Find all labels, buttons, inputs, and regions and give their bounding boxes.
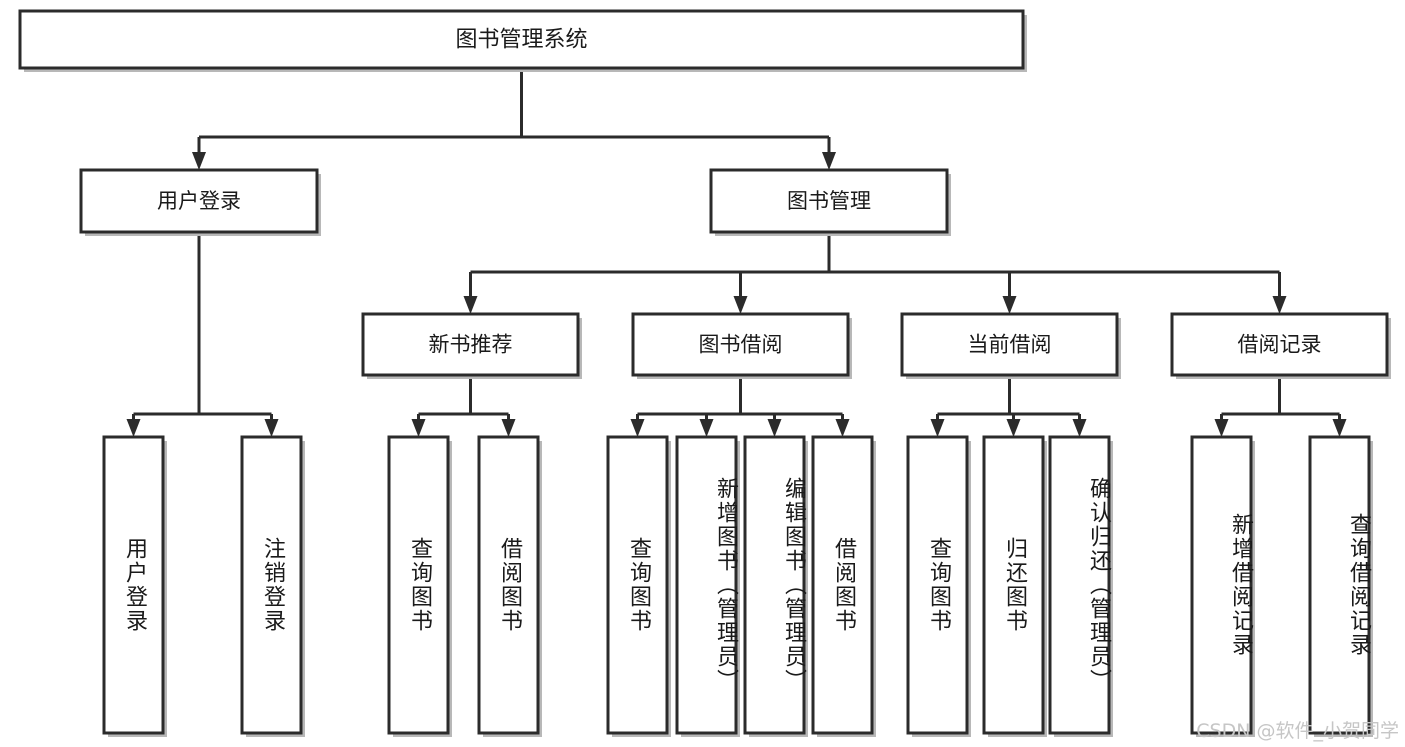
arrow-head-icon: [733, 296, 748, 314]
arrow-head-icon: [1332, 419, 1347, 437]
level3-node-label: 新书推荐: [429, 333, 513, 357]
arrow-head-icon: [463, 296, 478, 314]
node-图书管理系统[interactable]: [18, 9, 1025, 70]
watermark-credit: CSDN @软件_小贺同学: [1196, 720, 1399, 742]
arrow-head-icon: [699, 419, 714, 437]
node-当前借阅[interactable]: [900, 312, 1119, 377]
arrow-head-icon: [767, 419, 782, 437]
arrow-head-icon: [501, 419, 516, 437]
node-新增借阅记录[interactable]: [1190, 435, 1253, 735]
node-确认归还管理员[interactable]: [1048, 435, 1111, 735]
node-查询图书[interactable]: [606, 435, 669, 735]
node-编辑图书管理员[interactable]: [743, 435, 806, 735]
node-借阅图书[interactable]: [477, 435, 540, 735]
node-注销登录[interactable]: [240, 435, 303, 735]
node-借阅记录[interactable]: [1170, 312, 1389, 377]
level3-node-label: 借阅记录: [1238, 333, 1322, 357]
box-layer: [18, 9, 1391, 737]
arrow-head-icon: [126, 419, 141, 437]
level3-node-label: 图书借阅: [699, 333, 783, 357]
node-查询图书[interactable]: [387, 435, 450, 735]
arrow-head-icon: [822, 152, 836, 170]
node-借阅图书[interactable]: [811, 435, 874, 735]
arrow-head-icon: [411, 419, 426, 437]
level3-node-label: 当前借阅: [968, 333, 1052, 357]
level2-node-label: 图书管理: [787, 189, 871, 213]
node-新书推荐[interactable]: [361, 312, 580, 377]
node-归还图书[interactable]: [982, 435, 1045, 735]
node-新增图书管理员[interactable]: [675, 435, 738, 735]
arrow-head-icon: [1002, 296, 1017, 314]
arrow-head-icon: [264, 419, 279, 437]
node-用户登录[interactable]: [102, 435, 165, 735]
arrow-head-icon: [192, 152, 206, 170]
root-node-label: 图书管理系统: [455, 28, 587, 53]
node-查询图书[interactable]: [906, 435, 969, 735]
arrow-head-icon: [1072, 419, 1087, 437]
arrow-head-icon: [1214, 419, 1229, 437]
node-查询借阅记录[interactable]: [1308, 435, 1371, 735]
arrow-head-icon: [630, 419, 645, 437]
arrow-head-icon: [835, 419, 850, 437]
node-用户登录[interactable]: [79, 168, 319, 234]
node-图书借阅[interactable]: [631, 312, 850, 377]
arrow-head-icon: [1272, 296, 1287, 314]
node-图书管理[interactable]: [709, 168, 949, 234]
arrow-head-icon: [1006, 419, 1021, 437]
arrow-head-icon: [930, 419, 945, 437]
level2-node-label: 用户登录: [157, 189, 241, 213]
connector-layer: [126, 68, 1347, 437]
